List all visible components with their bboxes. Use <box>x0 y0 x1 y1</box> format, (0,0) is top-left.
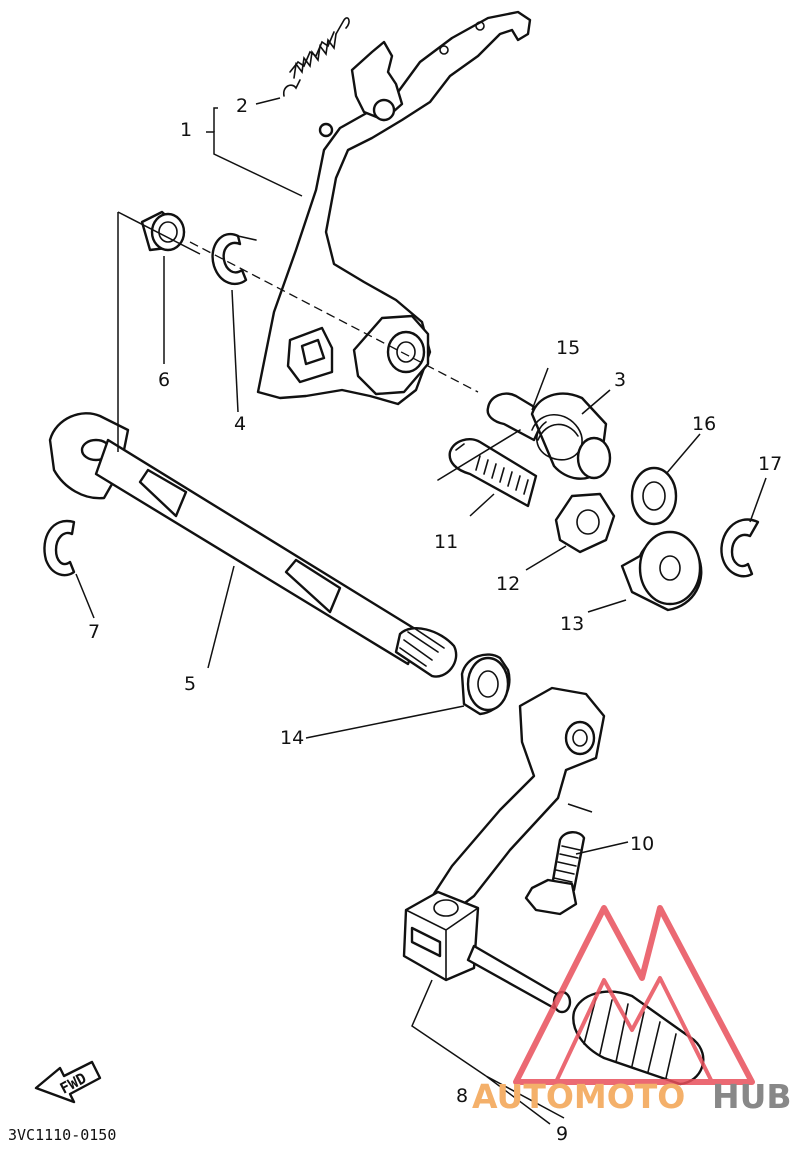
part-3-spring-bolt <box>530 392 612 480</box>
callout-15: 15 <box>556 337 580 359</box>
part-13-plate-washer <box>620 530 703 612</box>
watermark-logo <box>513 905 755 1085</box>
part-11-stud-bolt <box>437 429 538 508</box>
part-5-shift-shaft <box>48 412 458 678</box>
watermark-text-part1: AUTOMOTO <box>472 1077 685 1116</box>
callout-6: 6 <box>158 369 170 391</box>
part-12-nut <box>554 492 616 554</box>
alignment-line <box>189 241 479 393</box>
callout-13: 13 <box>560 613 584 635</box>
callout-9: 9 <box>556 1123 568 1145</box>
callout-17: 17 <box>758 453 782 475</box>
part-2-spring <box>282 17 350 97</box>
callout-5: 5 <box>184 673 196 695</box>
leader-lines <box>75 97 767 1125</box>
callout-3: 3 <box>614 369 626 391</box>
callout-11: 11 <box>434 531 458 553</box>
callout-labels: 1 2 3 4 5 6 7 8 9 10 11 12 13 14 15 16 1… <box>88 95 782 1145</box>
part-10-bolt <box>524 831 586 916</box>
part-1-shift-arm <box>256 10 532 406</box>
callout-4: 4 <box>234 413 246 435</box>
part-14-oil-seal <box>460 653 511 716</box>
callout-16: 16 <box>692 413 716 435</box>
diagram-code: 3VC1110-0150 <box>8 1126 116 1144</box>
part-17-circlip <box>720 518 760 578</box>
part-7-circlip <box>43 519 76 577</box>
part-6-bushing <box>140 210 186 252</box>
callout-10: 10 <box>630 833 654 855</box>
callout-2: 2 <box>236 95 248 117</box>
part-4-circlip <box>211 232 257 286</box>
callout-14: 14 <box>280 727 304 749</box>
part-9-shift-lever <box>402 686 606 1014</box>
part-16-washer <box>630 466 678 526</box>
fwd-arrow: FWD <box>34 1060 102 1104</box>
watermark-text: AUTOMOTO HUB <box>472 1077 792 1116</box>
callout-8: 8 <box>456 1085 468 1107</box>
watermark-text-part2: HUB <box>712 1077 792 1116</box>
callout-12: 12 <box>496 573 520 595</box>
callout-7: 7 <box>88 621 100 643</box>
callout-1: 1 <box>180 119 192 141</box>
